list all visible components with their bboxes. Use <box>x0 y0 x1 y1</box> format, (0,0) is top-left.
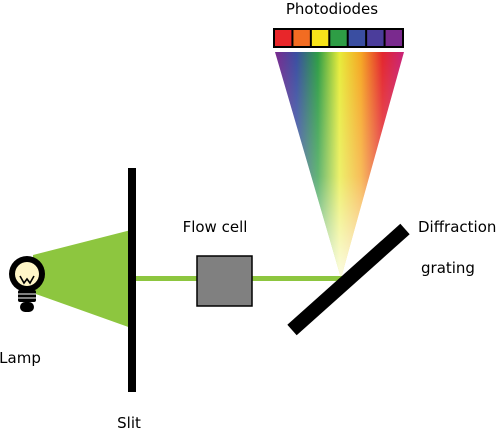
photodiode-cell <box>348 30 366 46</box>
photodiodes-label: Photodiodes <box>286 0 378 18</box>
slit-label: Slit <box>117 414 141 432</box>
diffraction-grating <box>287 223 410 336</box>
grating-label: grating <box>421 259 475 277</box>
photodiode-cell <box>275 30 292 46</box>
flow-cell-label: Flow cell <box>183 218 248 236</box>
photodiode-array <box>273 28 404 48</box>
lamp-label: Lamp <box>0 349 41 367</box>
photodiode-cell <box>330 30 347 46</box>
lightbulb-icon <box>9 256 45 312</box>
diffraction-label: Diffraction <box>418 218 496 236</box>
photodiode-cell <box>311 30 329 46</box>
photodiode-cell <box>385 30 402 46</box>
flow-cell <box>196 255 253 307</box>
lamp-light-cone <box>33 230 131 328</box>
slit <box>128 168 136 392</box>
photodiode-cell <box>293 30 310 46</box>
photodiode-cells <box>275 30 402 46</box>
photodiode-cell <box>367 30 384 46</box>
spectrum-fade <box>275 52 404 278</box>
dispersed-spectrum <box>275 52 404 278</box>
